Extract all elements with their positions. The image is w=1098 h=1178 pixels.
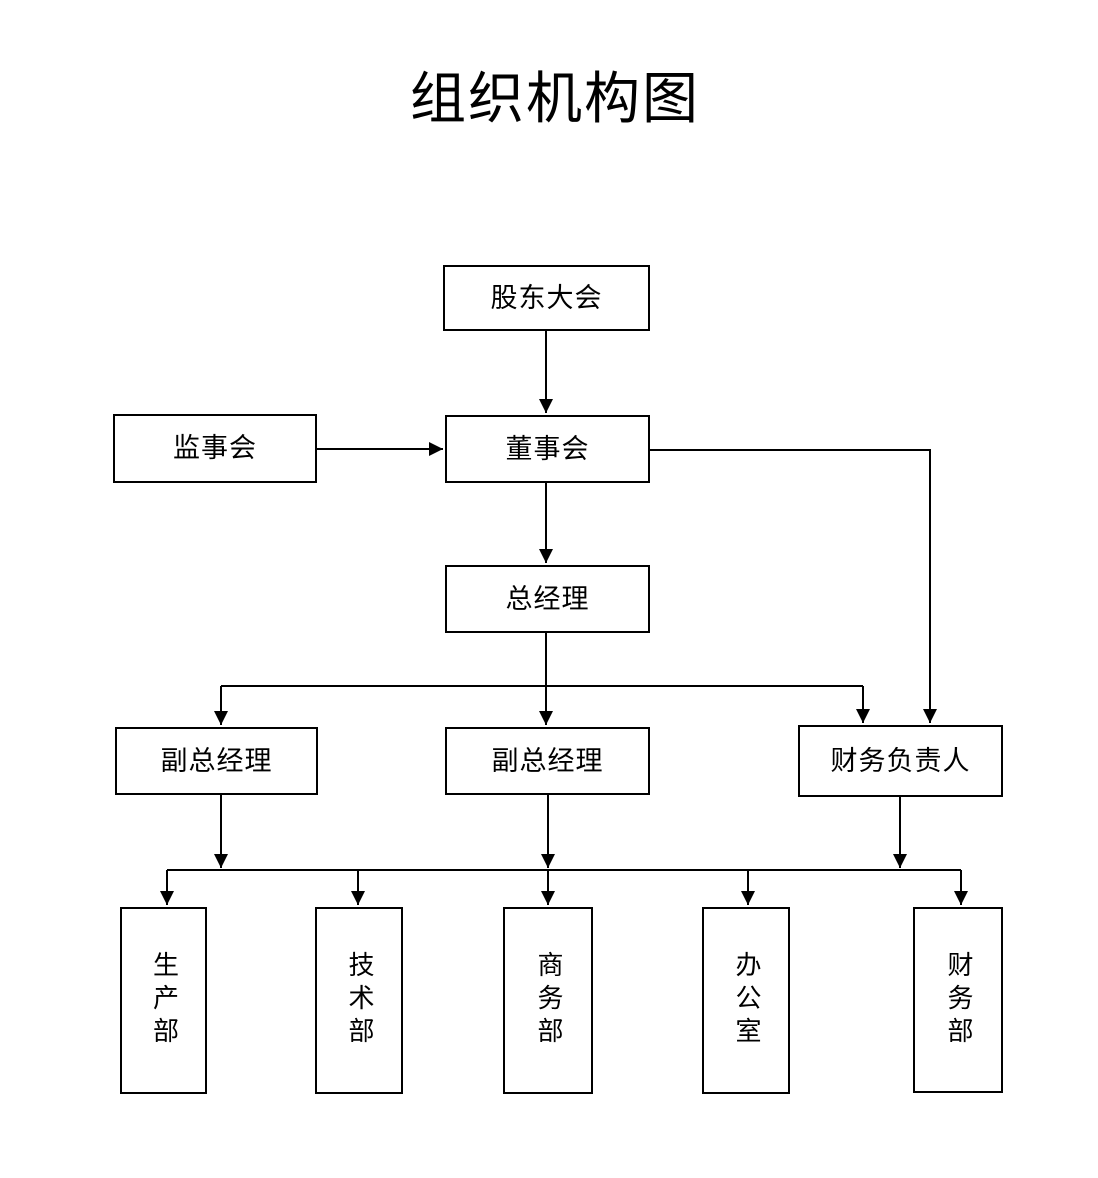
node-board: 董事会	[445, 415, 650, 483]
node-deputy-gm-2: 副总经理	[445, 727, 650, 795]
node-production-dept-label: 生产部	[149, 951, 179, 1050]
node-finance-dept-label: 财务部	[944, 950, 973, 1050]
node-production-dept: 生产部	[120, 907, 207, 1094]
node-office-label: 办公室	[732, 951, 761, 1050]
node-general-manager: 总经理	[445, 565, 650, 633]
node-technology-dept-label: 技术部	[345, 951, 374, 1050]
node-general-manager-label: 总经理	[505, 583, 590, 614]
node-shareholders-label: 股东大会	[490, 282, 603, 313]
node-deputy-gm-2-label: 副总经理	[491, 745, 604, 776]
page-title: 组织机构图	[410, 69, 700, 131]
node-commerce-dept: 商务部	[503, 907, 593, 1094]
node-office: 办公室	[702, 907, 790, 1094]
node-deputy-gm-1-label: 副总经理	[160, 745, 273, 776]
node-technology-dept: 技术部	[315, 907, 403, 1094]
node-finance-head: 财务负责人	[798, 725, 1003, 797]
connector-board-finance-head	[650, 449, 937, 723]
node-shareholders: 股东大会	[443, 265, 650, 331]
node-board-label: 董事会	[505, 433, 590, 464]
node-supervisory: 监事会	[113, 414, 317, 483]
node-finance-dept: 财务部	[913, 907, 1003, 1093]
node-finance-head-label: 财务负责人	[830, 745, 971, 776]
node-commerce-dept-label: 商务部	[534, 951, 563, 1050]
node-supervisory-label: 监事会	[173, 433, 257, 463]
node-deputy-gm-1: 副总经理	[115, 727, 318, 795]
